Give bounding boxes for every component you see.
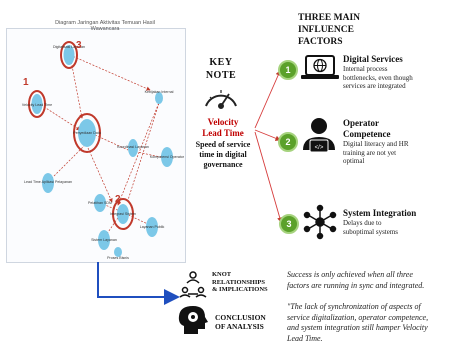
network-title: Diagram Jaringan Aktivitas Temuan Hasil …: [55, 20, 155, 32]
network-nodes: [31, 45, 173, 257]
speedometer-icon: [205, 90, 237, 109]
factors-title-line: INFLUENCE: [298, 25, 354, 35]
flow-arrow: [97, 262, 180, 305]
velocity-description-line: governance: [203, 160, 243, 169]
factor-3-desc-line: suboptimal systems: [343, 227, 399, 236]
network-node-label: Sistem Layanan: [91, 238, 117, 242]
factors-title-line: THREE MAIN: [298, 13, 361, 23]
velocity-description-line: time in digital: [199, 150, 247, 159]
factors-title: THREE MAIN INFLUENCE FACTORS: [298, 12, 408, 48]
conclusion-quote-line: Lead Time.: [287, 333, 323, 343]
network-node-label: Velocity Lead Time: [22, 103, 52, 107]
network-node: [155, 92, 163, 104]
marker-label: 3: [76, 40, 82, 51]
success-quote: Success is only achieved when all three …: [287, 270, 455, 291]
code-glyph: </>: [315, 145, 324, 151]
factor-2-desc-line: Digital literacy and HR: [343, 140, 409, 148]
factor-2-title: Operator: [343, 118, 379, 128]
conclusion-quote: "The lack of synchronization of aspects …: [287, 302, 455, 344]
conclusion-label-line: CONCLUSION: [215, 313, 266, 322]
network-node: [63, 45, 75, 65]
network-node: [146, 217, 158, 237]
velocity-lead-time: Velocity Lead Time: [194, 117, 252, 139]
head-gear-icon: [178, 306, 208, 334]
factor-arrows: [254, 70, 283, 223]
factor-1-desc-line: bottlenecks, even though: [343, 73, 413, 82]
velocity-description-line: Speed of service: [195, 140, 251, 149]
factor-3-desc-line: Delays due to: [343, 219, 382, 227]
network-node: [128, 139, 138, 157]
people-relationship-icon: [179, 271, 207, 298]
factor-2-desc-line: training are not yet: [343, 148, 397, 157]
factors-title-line: FACTORS: [298, 37, 343, 47]
network-node: [117, 204, 129, 224]
marker-label: 2: [115, 194, 121, 205]
conclusion-quote-line: "The lack of synchronization of aspects …: [287, 302, 421, 311]
velocity-line: Lead Time: [202, 128, 244, 138]
conclusion-label-line: OF ANALYSIS: [215, 322, 264, 331]
factor-1: Digital Services Internal process bottle…: [343, 54, 453, 91]
factor-1-badge: 1: [278, 60, 298, 80]
factor-3-badge: 3: [279, 214, 299, 234]
factor-2-title-line2: Competence: [343, 129, 391, 139]
knot-label-line: KNOT: [212, 271, 232, 278]
conclusion-quote-line: service digitalization, operator compete…: [287, 312, 429, 322]
network-node-label: Layanan Publik: [140, 225, 165, 229]
network-node-label: Pelatihan SDM: [88, 201, 112, 205]
factor-2-badge: 2: [278, 132, 298, 152]
laptop-globe-icon: [301, 55, 339, 79]
factor-3-title: System Integration: [343, 208, 417, 218]
network-node-label: Penyediaan Data: [73, 131, 101, 135]
network-markers: 3 1 2: [23, 40, 121, 205]
operator-icon: </>: [303, 118, 335, 153]
network-node: [42, 173, 54, 193]
marker-label: 1: [23, 77, 29, 88]
factor-1-desc-line: Internal process: [343, 65, 388, 73]
success-quote-line: factors are running in sync and integrat…: [287, 280, 425, 290]
key-note-title-line: NOTE: [205, 70, 237, 81]
knot-label-line: RELATIONSHIPS: [212, 278, 265, 286]
velocity-description: Speed of service time in digital governa…: [192, 140, 254, 170]
network-node-label: Kebijakan Internal: [145, 90, 174, 94]
network-node: [78, 119, 96, 147]
network-node: [94, 194, 106, 212]
key-note-title-line: KEY: [209, 57, 233, 68]
factor-2: Operator Competence Digital literacy and…: [343, 118, 453, 166]
network-node: [98, 230, 110, 250]
conclusion-quote-line: and system integration still hamper Velo…: [287, 323, 428, 332]
network-node-label: Integrasi Sistem: [110, 212, 136, 216]
success-quote-line: Success is only achieved when all three: [287, 270, 413, 279]
network-node: [31, 94, 43, 114]
network-node-label: Digitalisasi Layanan: [53, 45, 85, 49]
factor-2-desc-line: optimal: [343, 157, 365, 165]
network-node-label: Koordinasi Layanan: [117, 145, 149, 149]
knot-label-line: & IMPLICATIONS: [212, 286, 268, 293]
factor-1-desc-line: services are integrated: [343, 82, 406, 90]
network-node: [114, 247, 122, 257]
conclusion-label: CONCLUSION OF ANALYSIS: [215, 313, 285, 331]
network-hub-icon: [303, 204, 337, 240]
network-node: [161, 147, 173, 167]
factor-1-title: Digital Services: [343, 54, 403, 64]
network-node-labels: Digitalisasi Layanan Velocity Lead Time …: [22, 45, 185, 260]
network-node-label: Kompetensi Operator: [150, 155, 185, 159]
knot-relationships-label: KNOT RELATIONSHIPS & IMPLICATIONS: [212, 271, 282, 294]
velocity-line: Velocity: [207, 117, 239, 127]
network-node-label: Lead Time Aplikasi Pelayanan: [24, 180, 72, 184]
network-node-label: Proses Bisnis: [107, 256, 129, 260]
key-note-title: KEY NOTE: [197, 56, 245, 82]
factor-3: System Integration Delays due to subopti…: [343, 208, 453, 236]
highlight-rings: [28, 41, 134, 230]
